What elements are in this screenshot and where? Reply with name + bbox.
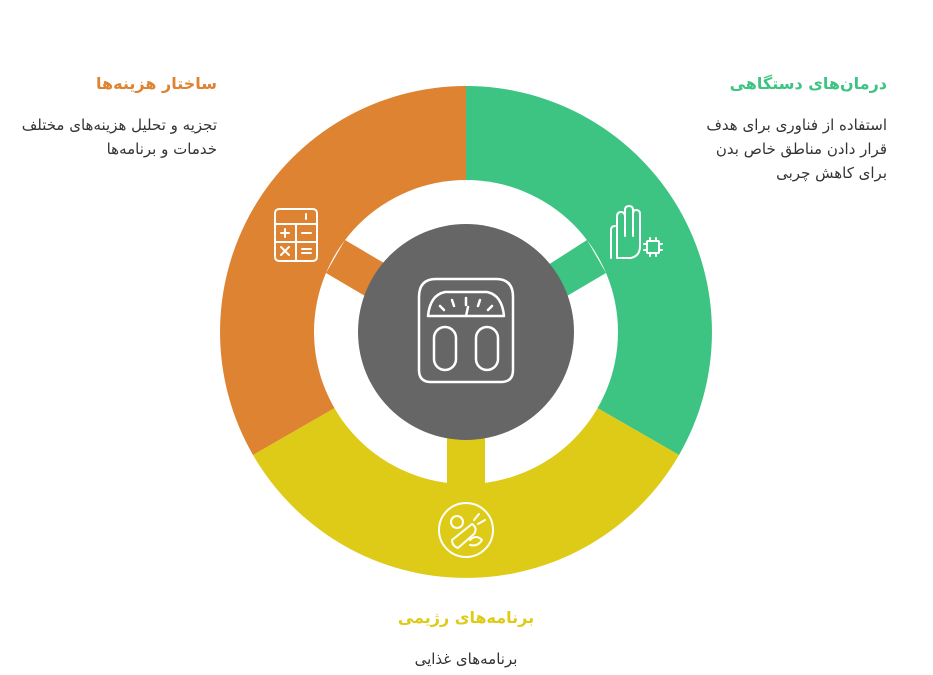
vegetables-icon bbox=[438, 502, 494, 558]
connector-cost-structure bbox=[326, 240, 384, 296]
segment-diet-programs bbox=[253, 398, 679, 578]
calculator-icon bbox=[274, 208, 318, 262]
label-description: برنامه‌های غذایی bbox=[414, 650, 518, 668]
connector-device-treatments bbox=[548, 240, 606, 296]
bathroom-scale-icon bbox=[417, 277, 515, 384]
hand-chip-icon bbox=[610, 205, 663, 259]
label-diet-programs: برنامه‌های رژیمی برنامه‌های غذایی bbox=[346, 607, 586, 671]
center-circle bbox=[358, 224, 574, 440]
label-device-treatments: درمان‌های دستگاهی استفاده از فناوری برای… bbox=[697, 73, 887, 185]
label-description: تجزیه و تحلیل هزینه‌های مختلف خدمات و بر… bbox=[21, 116, 217, 158]
label-title: درمان‌های دستگاهی bbox=[729, 74, 887, 93]
connector-diet-programs bbox=[447, 438, 485, 486]
label-cost-structure: ساختار هزینه‌ها تجزیه و تحلیل هزینه‌های … bbox=[7, 73, 217, 161]
label-title: برنامه‌های رژیمی bbox=[397, 608, 535, 627]
label-description: استفاده از فناوری برای هدف قرار دادن منا… bbox=[706, 116, 887, 182]
label-title: ساختار هزینه‌ها bbox=[96, 74, 217, 93]
